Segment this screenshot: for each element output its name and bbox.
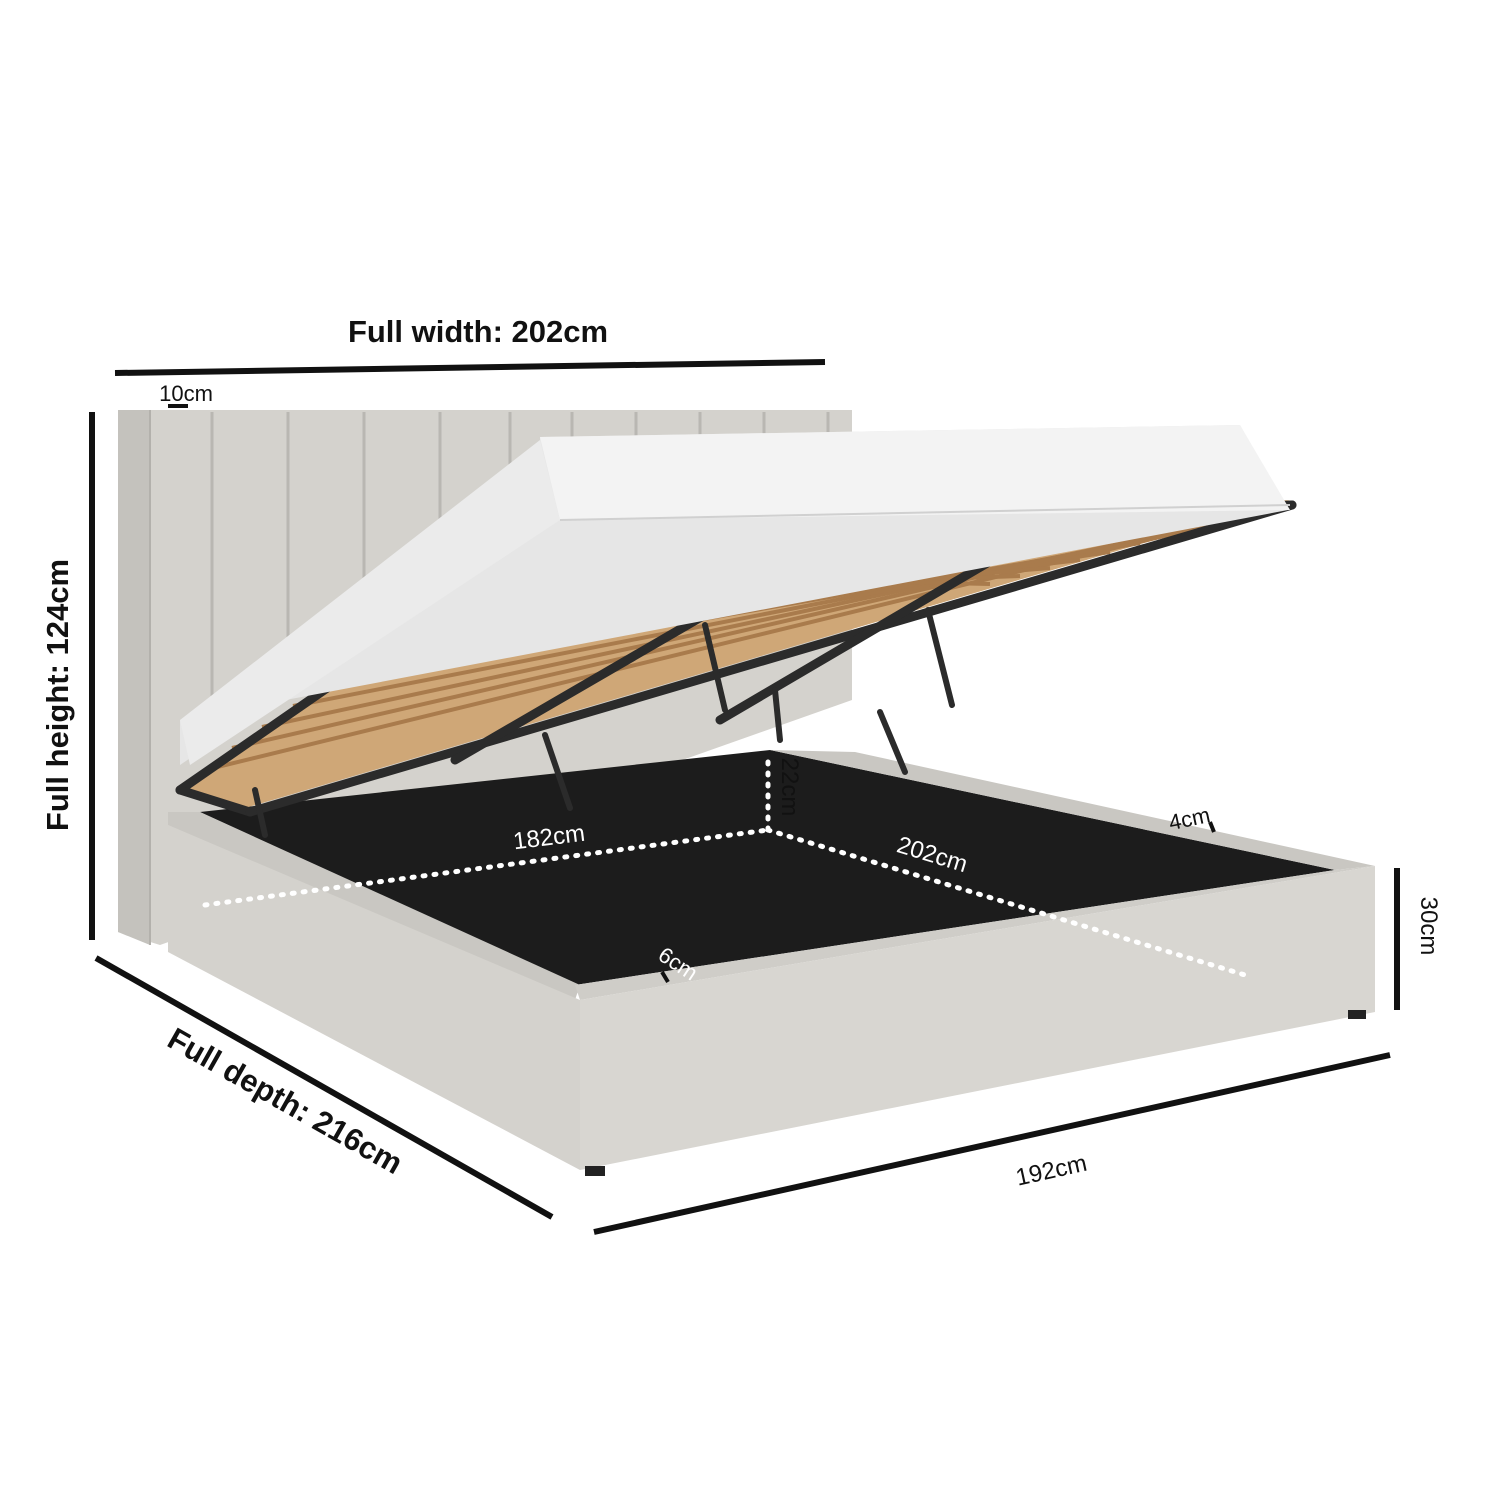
base-width-label: 192cm: [1013, 1150, 1089, 1192]
foot: [585, 1166, 605, 1176]
base-height-label: 30cm: [1415, 897, 1442, 956]
dotted-guides: [202, 752, 1248, 978]
storage-interior: [200, 750, 1335, 985]
width-line: [114, 359, 826, 376]
bed-illustration: [118, 410, 1375, 1176]
full-width-label: Full width: 202cm: [348, 314, 608, 349]
storage-depth-label: 22cm: [776, 758, 803, 817]
side-rail-tick: [1208, 821, 1216, 833]
full-height-label: Full height: 124cm: [40, 559, 75, 831]
headboard-wing-label: 10cm: [159, 381, 213, 406]
base-front-rail-top: [575, 866, 1375, 1000]
front-rail-tick: [660, 970, 670, 984]
base-width-line: [593, 1052, 1391, 1235]
dimension-lines: [89, 359, 1400, 1235]
depth-line: [94, 955, 554, 1220]
base-left-rail-top: [168, 812, 580, 1000]
foot: [1348, 1010, 1366, 1019]
base-back-rail-top: [770, 750, 1375, 870]
tick-marks: [168, 404, 1216, 984]
base-left-side: [168, 825, 580, 1170]
dotted-width-guide: [202, 827, 771, 908]
mattress: [180, 425, 1291, 765]
base-front-side: [580, 866, 1375, 1170]
lifting-frame: [175, 500, 1297, 838]
